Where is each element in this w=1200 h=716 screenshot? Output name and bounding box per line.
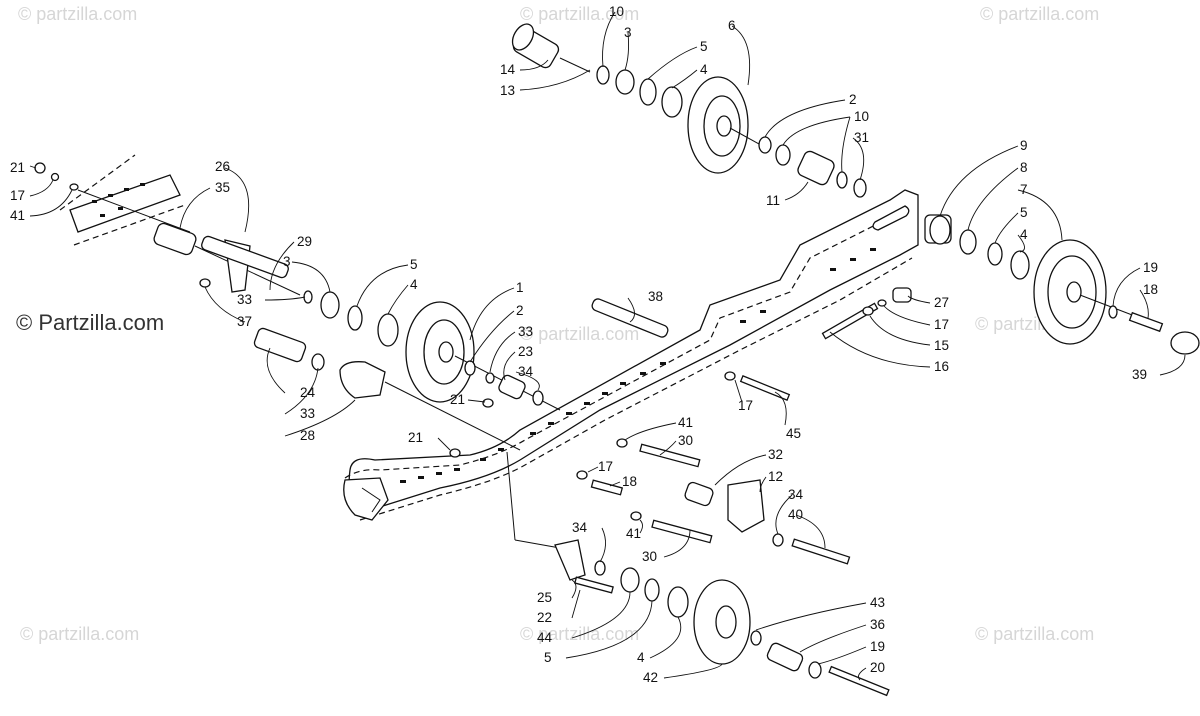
callout-4: 4 <box>700 62 708 77</box>
callout-8: 8 <box>1020 160 1028 175</box>
callout-17: 17 <box>934 317 949 332</box>
callout-3: 3 <box>283 254 291 269</box>
callout-37: 37 <box>237 314 252 329</box>
callout-10: 10 <box>609 4 624 19</box>
callout-18: 18 <box>622 474 637 489</box>
callout-33: 33 <box>300 406 315 421</box>
callout-18: 18 <box>1143 282 1158 297</box>
faint-watermarks: © partzilla.com © partzilla.com © partzi… <box>18 4 1099 644</box>
pivot-bracket-28 <box>253 327 521 451</box>
callout-17: 17 <box>738 398 753 413</box>
slide-rail <box>343 189 919 521</box>
leader-lines <box>29 11 1186 681</box>
callout-5: 5 <box>544 650 552 665</box>
callout-20: 20 <box>870 660 885 675</box>
callout-39: 39 <box>1132 367 1147 382</box>
callout-23: 23 <box>518 344 533 359</box>
callout-12: 12 <box>768 469 783 484</box>
watermark-faint: © partzilla.com <box>975 624 1094 644</box>
callout-19: 19 <box>870 639 885 654</box>
callout-34: 34 <box>788 487 804 502</box>
callout-15: 15 <box>934 338 949 353</box>
callout-4: 4 <box>1020 227 1028 242</box>
middle-idler-assembly <box>153 222 561 411</box>
callout-6: 6 <box>728 18 736 33</box>
callout-5: 5 <box>410 257 418 272</box>
callout-21: 21 <box>10 160 25 175</box>
callout-5: 5 <box>1020 205 1028 220</box>
callout-41: 41 <box>626 526 641 541</box>
callout-31: 31 <box>854 130 869 145</box>
callout-44: 44 <box>537 630 553 645</box>
callout-21: 21 <box>408 430 423 445</box>
callout-34: 34 <box>518 364 534 379</box>
callout-11: 11 <box>766 193 780 208</box>
callout-16: 16 <box>934 359 949 374</box>
callout-38: 38 <box>648 289 663 304</box>
callout-19: 19 <box>1143 260 1158 275</box>
callout-2: 2 <box>849 92 857 107</box>
watermark-faint: © partzilla.com <box>520 324 639 344</box>
callout-4: 4 <box>637 650 645 665</box>
callout-32: 32 <box>768 447 783 462</box>
rear-idler-assembly <box>924 214 1200 355</box>
callouts: 10 3 6 5 4 14 13 2 10 31 11 9 8 7 5 4 19… <box>10 4 1158 685</box>
watermark-faint: © partzilla.com <box>20 624 139 644</box>
callout-17: 17 <box>10 188 25 203</box>
watermark-faint: © partzilla.com <box>520 4 639 24</box>
watermark-faint: © partzilla.com <box>520 624 639 644</box>
top-idler-assembly <box>511 23 867 198</box>
callout-13: 13 <box>500 83 515 98</box>
callout-24: 24 <box>300 385 316 400</box>
callout-36: 36 <box>870 617 885 632</box>
callout-17: 17 <box>598 459 613 474</box>
callout-40: 40 <box>788 507 803 522</box>
callout-30: 30 <box>642 549 657 564</box>
watermark-main: © Partzilla.com <box>16 310 164 335</box>
rail-holes <box>400 248 876 483</box>
callout-1: 1 <box>516 280 524 295</box>
callout-41: 41 <box>678 415 693 430</box>
callout-29: 29 <box>297 234 312 249</box>
callout-7: 7 <box>1020 182 1028 197</box>
callout-26: 26 <box>215 159 230 174</box>
callout-3: 3 <box>624 25 632 40</box>
callout-42: 42 <box>643 670 658 685</box>
callout-35: 35 <box>215 180 230 195</box>
callout-45: 45 <box>786 426 801 441</box>
callout-22: 22 <box>537 610 552 625</box>
callout-4: 4 <box>410 277 418 292</box>
watermark-faint: © partzilla.com <box>18 4 137 24</box>
callout-28: 28 <box>300 428 315 443</box>
callout-25: 25 <box>537 590 552 605</box>
callout-14: 14 <box>500 62 516 77</box>
callout-33: 33 <box>237 292 252 307</box>
watermark-faint: © partzilla.com <box>980 4 1099 24</box>
callout-41: 41 <box>10 208 25 223</box>
lower-idler-assembly <box>554 539 890 697</box>
callout-5: 5 <box>700 39 708 54</box>
callout-9: 9 <box>1020 138 1028 153</box>
callout-21: 21 <box>450 392 465 407</box>
callout-34: 34 <box>572 520 588 535</box>
callout-10: 10 <box>854 109 869 124</box>
callout-30: 30 <box>678 433 693 448</box>
callout-2: 2 <box>516 303 524 318</box>
lower-hardware <box>449 398 851 565</box>
right-bolts <box>724 287 912 401</box>
rail-fragment-left <box>34 154 191 246</box>
shaft-38 <box>591 298 669 338</box>
callout-27: 27 <box>934 295 949 310</box>
callout-43: 43 <box>870 595 885 610</box>
callout-33: 33 <box>518 324 533 339</box>
